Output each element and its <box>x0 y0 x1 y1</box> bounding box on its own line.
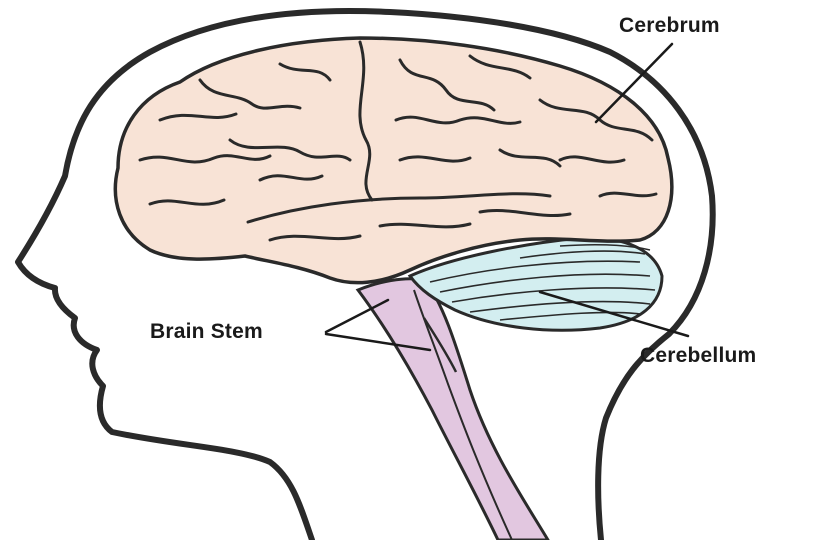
cerebrum-label: Cerebrum <box>619 14 720 38</box>
brain-stem-label: Brain Stem <box>150 320 263 344</box>
cerebellum-label: Cerebellum <box>640 344 756 368</box>
